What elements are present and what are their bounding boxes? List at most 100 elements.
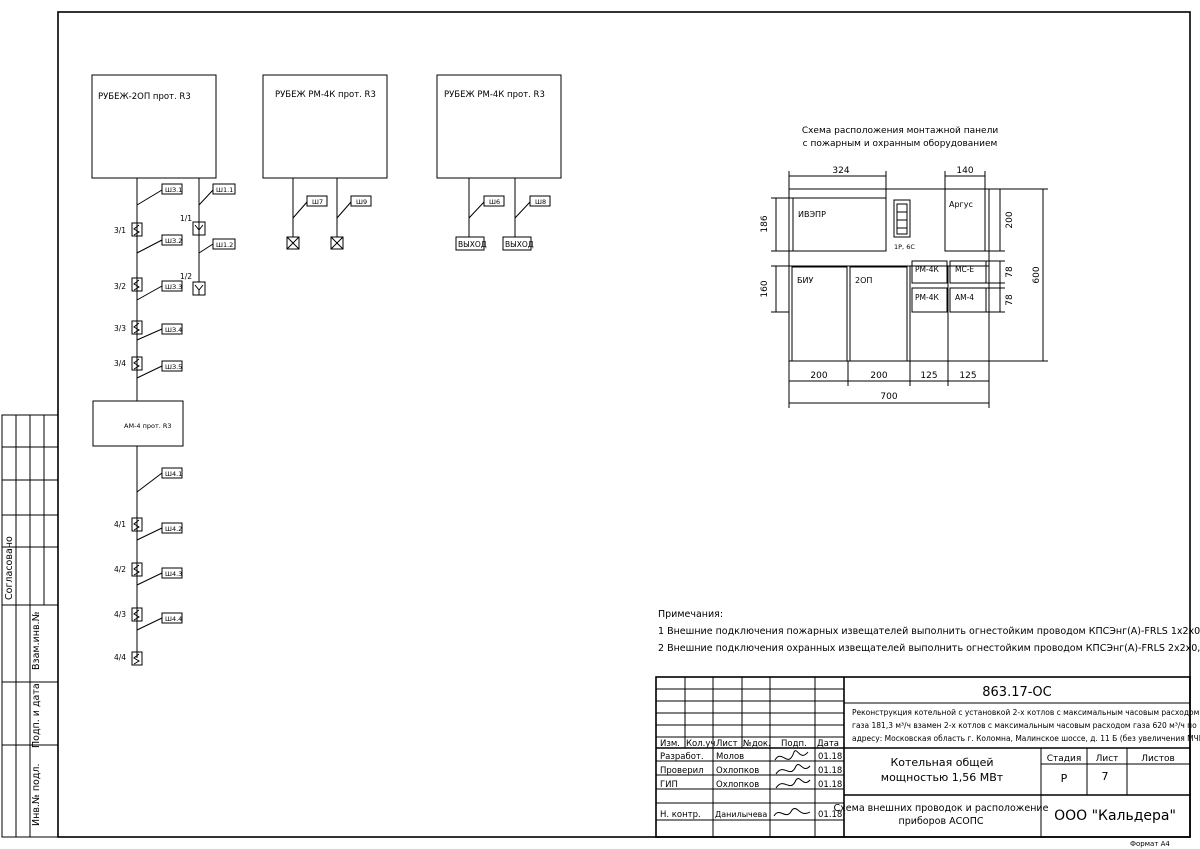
dim-78-lower: 78 xyxy=(1005,294,1015,306)
object-line3: адресу: Московская область г. Коломна, М… xyxy=(852,734,1200,743)
rm4k-a-box xyxy=(911,260,948,284)
am4-panel-box xyxy=(949,287,987,313)
loop-1: Ш1.1 1/1 Ш1.2 1/2 xyxy=(180,178,236,296)
detector-3-2-label: 3/2 xyxy=(114,282,126,291)
loop-4: Ш4.1 4/1 Ш4.2 4/2 Ш4.3 4/3 Ш4.4 4/4 xyxy=(114,446,183,666)
dim-160: 160 xyxy=(760,280,770,297)
sheets-label: Листов xyxy=(1141,754,1175,764)
rubezh-rm4k-2-label: РУБЕЖ РМ-4К прот. R3 xyxy=(444,90,545,100)
panel-title-line1: Схема расположения монтажной панели xyxy=(802,126,999,136)
exit-sign-1-label: ВЫХОД xyxy=(458,240,487,249)
name-checker: Охлопков xyxy=(716,766,759,776)
wire-sh12-label: Ш1.2 xyxy=(216,241,233,249)
signature-1 xyxy=(774,750,809,761)
col-list: Лист xyxy=(716,739,738,749)
breaker-label: 1Р, 6С xyxy=(894,243,915,251)
am4-box xyxy=(92,400,184,447)
siren-2 xyxy=(330,236,344,250)
rm4k-b-label: РМ-4К xyxy=(915,293,939,302)
wire-sh44-label: Ш4.4 xyxy=(165,615,182,623)
building-line1: Котельная общей xyxy=(890,756,993,769)
date-gip: 01.18 xyxy=(818,780,842,790)
rm4k-1-outputs: Ш7 Ш9 xyxy=(286,178,372,250)
wire-sh8-label: Ш8 xyxy=(535,198,546,206)
dim-324: 324 xyxy=(832,166,849,176)
dim-200-vertical: 200 xyxy=(1005,211,1015,228)
sheet-label: Лист xyxy=(1096,754,1119,764)
wire-sh42-label: Ш4.2 xyxy=(165,525,182,533)
wire-sh34-label: ШЗ.4 xyxy=(165,326,182,334)
rm4k-2-outputs: Ш6 ВЫХОД Ш8 ВЫХОД xyxy=(455,178,551,251)
wire-sh31-label: ШЗ.1 xyxy=(165,186,182,194)
am4-panel-label: АМ-4 xyxy=(955,293,974,302)
dim-78-upper: 78 xyxy=(1005,266,1015,278)
ivepr-box xyxy=(792,197,887,252)
detector-4-3 xyxy=(131,607,143,622)
object-line2: газа 181,3 м³/ч взамен 2-х котлов с макс… xyxy=(852,721,1197,730)
drawing-line1: Схема внешних проводок и расположение xyxy=(834,803,1049,814)
argus-box xyxy=(944,188,986,252)
rm4k-a-label: РМ-4К xyxy=(915,265,939,274)
mounting-panel: ИВЭПР 1Р, 6С Аргус БИУ 2ОП РМ-4К МС-Е РМ… xyxy=(788,188,990,362)
dim-125-b: 125 xyxy=(959,371,976,381)
doc-code: 863.17-ОС xyxy=(982,685,1052,700)
wire-sh9-label: Ш9 xyxy=(356,198,367,206)
inv-replace-label: Взам.инв.№ xyxy=(31,611,42,670)
dim-186: 186 xyxy=(760,215,770,232)
wire-sh41-label: Ш4.1 xyxy=(165,470,182,478)
title-block: 863.17-ОС Реконструкция котельной с уста… xyxy=(655,676,1200,838)
ivepr-label: ИВЭПР xyxy=(798,210,826,219)
name-developer: Молов xyxy=(716,752,744,762)
wire-sh6-label: Ш6 xyxy=(489,198,500,206)
detector-1-1-label: 1/1 xyxy=(180,214,192,223)
date-developer: 01.18 xyxy=(818,752,842,762)
wire-sh7-label: Ш7 xyxy=(312,198,323,206)
dim-700: 700 xyxy=(880,392,897,402)
date-norm-control: 01.18 xyxy=(818,810,842,820)
signature-2 xyxy=(775,764,811,775)
detector-4-1-label: 4/1 xyxy=(114,520,126,529)
role-norm-control: Н. контр. xyxy=(660,810,701,820)
col-podp: Подп. xyxy=(781,739,807,749)
siren-1 xyxy=(286,236,300,250)
rubezh-rm4k-2-box xyxy=(436,74,562,179)
detector-3-1 xyxy=(131,222,143,237)
detector-3-2 xyxy=(131,277,143,292)
format-label: Формат А4 xyxy=(1130,840,1170,848)
detector-3-4 xyxy=(131,356,143,371)
company-name: ООО "Кальдера" xyxy=(1054,808,1176,824)
detector-4-1 xyxy=(131,517,143,532)
wire-sh11-label: Ш1.1 xyxy=(216,186,233,194)
detector-3-3-label: 3/3 xyxy=(114,324,126,333)
rubezh-2op-label: РУБЕЖ-2ОП прот. R3 xyxy=(98,92,191,102)
stage-label: Стадия xyxy=(1047,754,1082,764)
biu-box xyxy=(791,266,848,362)
dim-125-a: 125 xyxy=(920,371,937,381)
mse-box xyxy=(949,260,987,284)
rubezh-rm4k-1-box xyxy=(262,74,388,179)
detector-4-4-label: 4/4 xyxy=(114,653,126,662)
name-norm-control: Данилычева xyxy=(715,810,767,819)
detector-3-1-label: 3/1 xyxy=(114,226,126,235)
loop-3: ШЗ.1 3/1 ШЗ.2 3/2 ШЗ.3 3/3 ШЗ.4 3/4 ШЗ.5 xyxy=(114,178,183,401)
col-data: Дата xyxy=(817,739,839,749)
detector-4-3-label: 4/3 xyxy=(114,610,126,619)
object-line1: Реконструкция котельной с установкой 2-х… xyxy=(852,708,1199,717)
detector-4-4 xyxy=(131,651,143,666)
sheet-value: 7 xyxy=(1102,770,1109,783)
signature-3 xyxy=(775,778,811,789)
rubezh-2op-box xyxy=(91,74,217,179)
agreed-label: Согласовано xyxy=(4,536,15,600)
dim-200-a: 200 xyxy=(810,371,827,381)
col-kol: Кол.уч xyxy=(686,739,715,749)
exit-sign-2-label: ВЫХОД xyxy=(505,240,534,249)
breaker-box xyxy=(893,199,911,238)
exit-sign-1 xyxy=(455,236,485,251)
exit-sign-2 xyxy=(502,236,532,251)
notes-line2: 2 Внешние подключения охранных извещател… xyxy=(658,643,1200,654)
detector-3-3 xyxy=(131,320,143,335)
drawing-line2: приборов АСОПС xyxy=(899,816,984,827)
inv-orig-label: Инв.№ подл. xyxy=(31,763,42,826)
dim-200-b: 200 xyxy=(870,371,887,381)
